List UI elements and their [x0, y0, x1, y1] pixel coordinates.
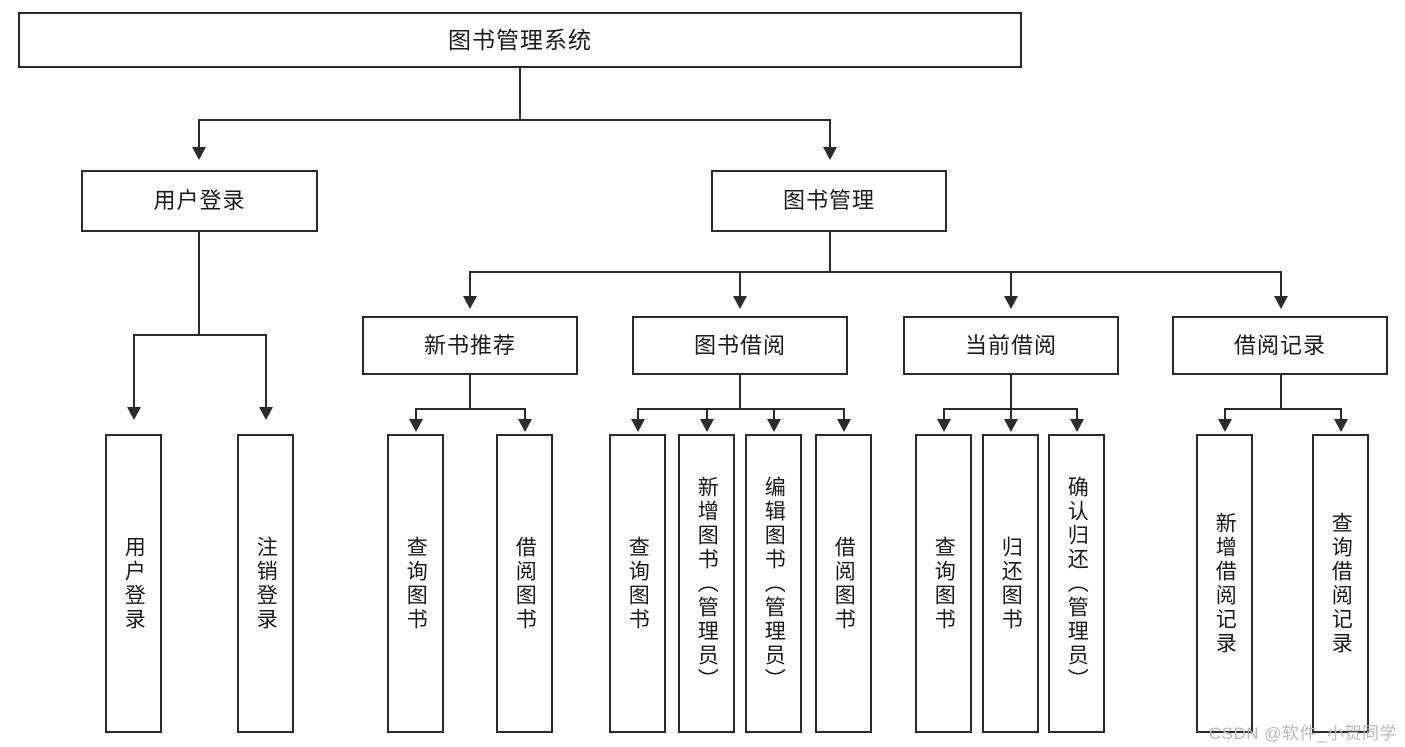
node-book-borrow[interactable]: 图书借阅	[632, 316, 848, 375]
connector-bm-to-current-borrow	[1010, 271, 1012, 298]
leaf-user-login[interactable]: 用户登录	[105, 434, 162, 733]
node-label: 确认归还（管理员）	[1065, 475, 1089, 692]
arrow-to-leaf-edit-book	[767, 419, 781, 432]
connector-new-book-stem	[469, 375, 471, 409]
node-label: 用户登录	[122, 535, 146, 632]
connector-book-management-bus	[469, 271, 1280, 273]
connector-user-login-bus	[133, 334, 266, 336]
connector-root-to-book-management	[829, 119, 831, 149]
node-label: 新书推荐	[423, 332, 516, 358]
arrow-to-leaf-return-book	[1004, 419, 1018, 432]
connector-bb-to-leaf-2	[706, 408, 708, 421]
connector-bm-to-book-borrow	[739, 271, 741, 298]
node-label: 借阅图书	[832, 535, 856, 632]
node-new-book-recommend[interactable]: 新书推荐	[362, 316, 578, 375]
arrow-to-leaf-add-record	[1218, 419, 1232, 432]
arrow-to-borrow-record	[1274, 296, 1288, 309]
connector-book-management-stem	[829, 232, 831, 272]
connector-cb-to-leaf-3	[1076, 408, 1078, 421]
connector-bb-to-leaf-1	[637, 408, 639, 421]
node-book-management[interactable]: 图书管理	[711, 170, 947, 232]
arrow-to-leaf-query-book-nb	[409, 419, 423, 432]
watermark-text: CSDN @软件_小贺同学	[1208, 724, 1397, 743]
connector-br-to-leaf-2	[1340, 408, 1342, 421]
node-root-book-management-system[interactable]: 图书管理系统	[18, 12, 1022, 68]
connector-cb-to-leaf-2	[1010, 408, 1012, 421]
connector-user-login-to-leaf-2	[265, 334, 267, 409]
node-label: 查询图书	[404, 535, 428, 632]
connector-nb-to-leaf-2	[524, 408, 526, 421]
leaf-confirm-return-admin[interactable]: 确认归还（管理员）	[1048, 434, 1105, 733]
arrow-to-leaf-borrow-book-nb	[518, 419, 532, 432]
node-label: 当前借阅	[964, 332, 1057, 358]
arrow-to-leaf-borrow-book-bb	[837, 419, 851, 432]
arrow-to-leaf-query-record	[1334, 419, 1348, 432]
leaf-borrow-book[interactable]: 借阅图书	[815, 434, 872, 733]
connector-nb-to-leaf-1	[415, 408, 417, 421]
leaf-logout[interactable]: 注销登录	[237, 434, 294, 733]
node-label: 编辑图书（管理员）	[762, 475, 786, 692]
leaf-query-borrow-record[interactable]: 查询借阅记录	[1312, 434, 1369, 733]
connector-root-to-user-login	[198, 119, 200, 149]
node-label: 查询图书	[626, 535, 650, 632]
connector-user-login-stem	[198, 232, 200, 335]
leaf-edit-book-admin[interactable]: 编辑图书（管理员）	[745, 434, 802, 733]
node-label: 新增图书（管理员）	[695, 475, 719, 692]
connector-borrow-record-stem	[1280, 375, 1282, 409]
arrow-to-leaf-query-book-bb	[631, 419, 645, 432]
arrow-to-leaf-query-book-cb	[937, 419, 951, 432]
arrow-to-book-management	[823, 147, 837, 160]
node-label: 借阅图书	[513, 535, 537, 632]
node-label: 图书管理系统	[448, 26, 592, 53]
leaf-query-book-recommend[interactable]: 查询图书	[387, 434, 444, 733]
node-label: 归还图书	[999, 535, 1023, 632]
connector-root-bus	[198, 119, 830, 121]
arrow-to-leaf-logout	[259, 407, 273, 420]
node-label: 用户登录	[153, 188, 246, 214]
node-label: 注销登录	[254, 535, 278, 632]
arrow-to-leaf-user-login	[127, 407, 141, 420]
connector-user-login-to-leaf-1	[133, 334, 135, 409]
connector-cb-to-leaf-1	[943, 408, 945, 421]
leaf-query-book-borrow[interactable]: 查询图书	[609, 434, 666, 733]
connector-root-stem	[519, 68, 521, 120]
leaf-return-book[interactable]: 归还图书	[982, 434, 1039, 733]
node-label: 图书管理	[782, 188, 875, 214]
connector-bm-to-borrow-record	[1280, 271, 1282, 298]
connector-bb-to-leaf-4	[843, 408, 845, 421]
connector-br-to-leaf-1	[1224, 408, 1226, 421]
node-borrow-record[interactable]: 借阅记录	[1172, 316, 1388, 375]
connector-borrow-record-bus	[1224, 408, 1341, 410]
node-label: 查询借阅记录	[1329, 511, 1353, 656]
node-label: 图书借阅	[693, 332, 786, 358]
arrow-to-current-borrow	[1004, 296, 1018, 309]
node-label: 新增借阅记录	[1213, 511, 1237, 656]
leaf-borrow-book-recommend[interactable]: 借阅图书	[496, 434, 553, 733]
connector-current-borrow-stem	[1010, 375, 1012, 409]
arrow-to-leaf-confirm-return	[1070, 419, 1084, 432]
node-label: 借阅记录	[1233, 332, 1326, 358]
arrow-to-user-login	[192, 147, 206, 160]
connector-bb-to-leaf-3	[773, 408, 775, 421]
connector-book-borrow-bus	[637, 408, 845, 410]
leaf-query-book-current[interactable]: 查询图书	[915, 434, 972, 733]
connector-bm-to-new-book	[469, 271, 471, 298]
connector-new-book-bus	[415, 408, 525, 410]
node-current-borrow[interactable]: 当前借阅	[903, 316, 1119, 375]
arrow-to-new-book-recommend	[463, 296, 477, 309]
arrow-to-leaf-add-book	[700, 419, 714, 432]
connector-book-borrow-stem	[739, 375, 741, 409]
arrow-to-book-borrow	[733, 296, 747, 309]
leaf-add-borrow-record[interactable]: 新增借阅记录	[1196, 434, 1253, 733]
node-user-login[interactable]: 用户登录	[81, 170, 318, 232]
leaf-add-book-admin[interactable]: 新增图书（管理员）	[678, 434, 735, 733]
node-label: 查询图书	[932, 535, 956, 632]
